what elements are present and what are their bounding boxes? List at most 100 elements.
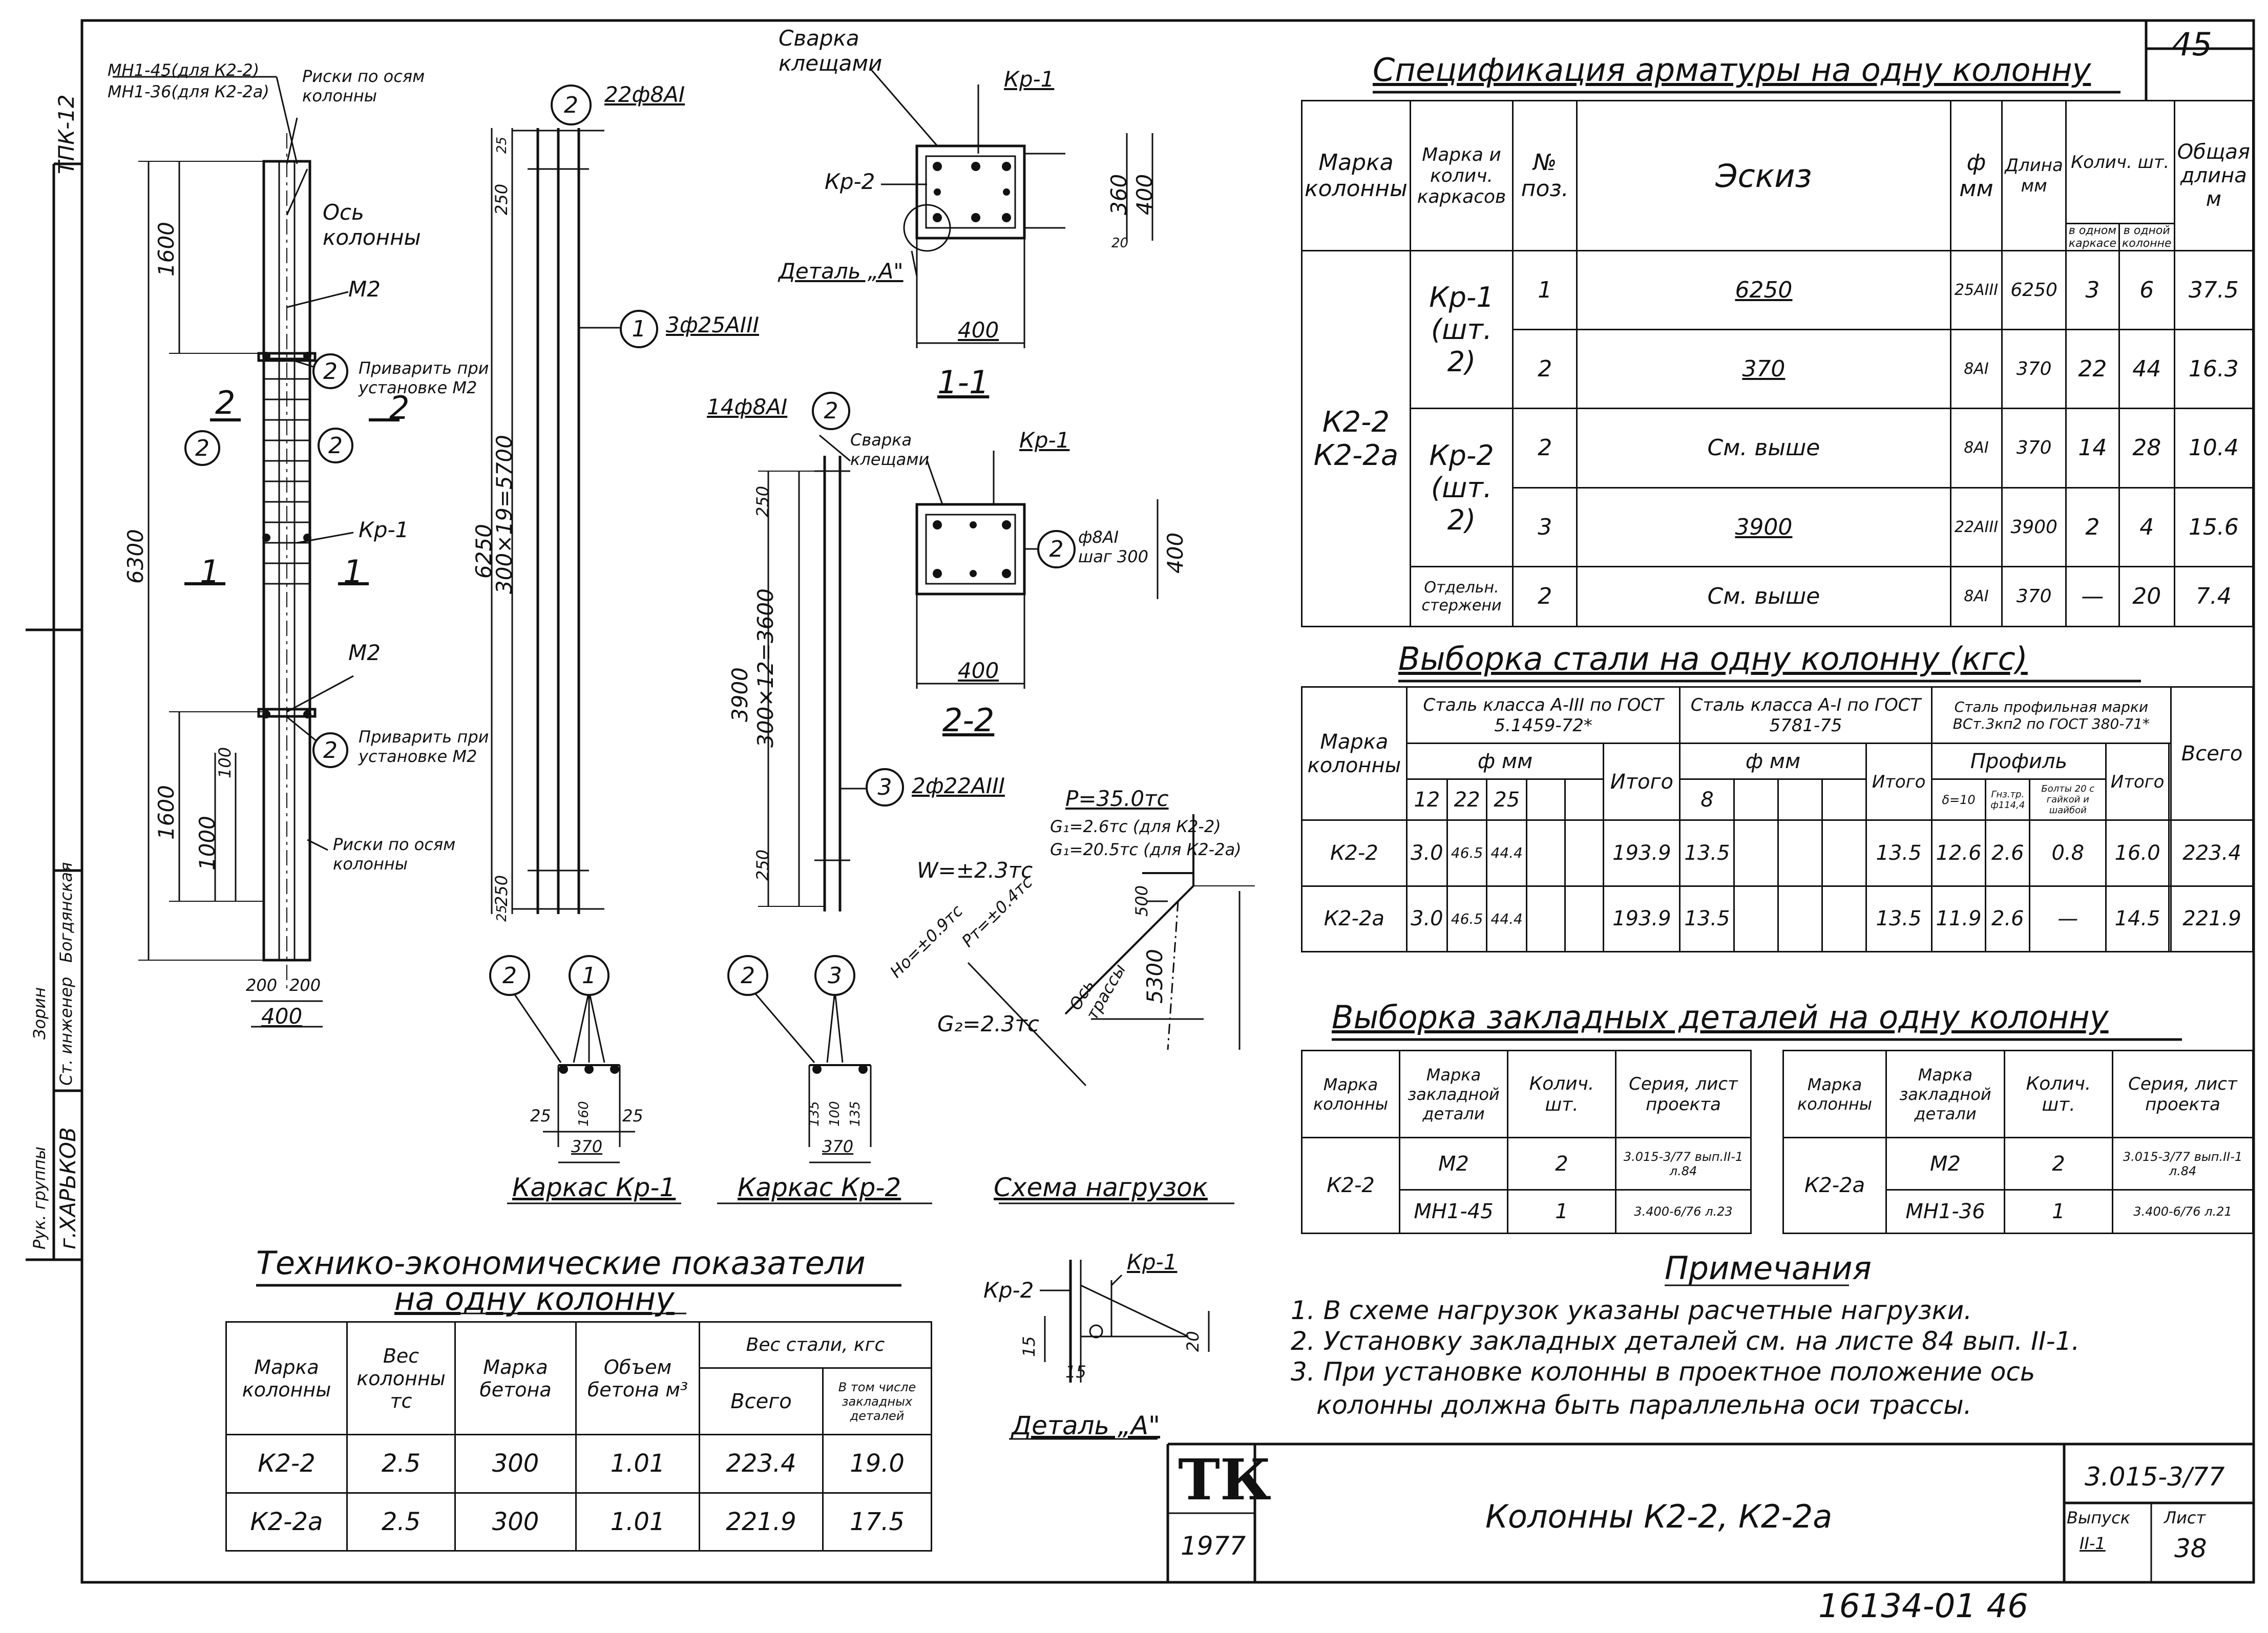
steel-h-d8: 8 <box>1679 778 1735 821</box>
karkas1-caption: Каркас Кр-1 <box>512 1173 676 1202</box>
spec-table: Марка колонны Марка и колич. каркасов № … <box>1301 100 2254 628</box>
issue-label: Выпуск <box>2067 1508 2130 1528</box>
steel-h-d22: 22 <box>1446 778 1488 821</box>
margin-city: г.ХАРЬКОВ <box>55 1127 80 1249</box>
tech-h-all: Всего <box>699 1367 824 1435</box>
dim-200b: 200 <box>289 975 321 995</box>
kr2-dim-pitch: 300×12=3600 <box>753 588 778 748</box>
embed-table-left: Марка колонны Марка закладной детали Кол… <box>1301 1050 1752 1234</box>
tech-weight: 2.5 <box>346 1434 456 1494</box>
steel-e <box>1526 885 1566 952</box>
embed-l-part: М2 <box>1399 1136 1508 1191</box>
sec1-kr1-label: Кр-1 <box>1004 67 1055 92</box>
load-g1a: G₁=2.6тс (для К2-2) <box>1050 817 1221 836</box>
embed-r-h-part: Марка закладной детали <box>1885 1050 2005 1138</box>
steel-t1: 193.9 <box>1603 885 1681 952</box>
callout-1-kr1: 1 <box>620 310 658 348</box>
steel-h-s10: δ=10 <box>1930 778 1987 821</box>
spec-col-marks: К2-2 К2-2а <box>1301 250 1411 627</box>
tech-h-mark: Марка колонны <box>225 1321 348 1435</box>
sec1-caption: 1-1 <box>937 364 990 401</box>
spec-dia: 22АIII <box>1949 486 2003 567</box>
tech-weight: 2.5 <box>346 1492 456 1552</box>
spec-length: 370 <box>2001 329 2067 410</box>
spec-total: 15.6 <box>2173 486 2254 567</box>
spec-frame-2: Кр-2 (шт. 2) <box>1409 408 1514 567</box>
notes-title: Примечания <box>1665 1249 1872 1287</box>
steel-h-fmm: ф мм <box>1405 743 1605 780</box>
embed-l-part: МН1-45 <box>1399 1189 1508 1234</box>
steel-h-prof: Сталь профильная марки ВСт.3кп2 по ГОСТ … <box>1930 686 2172 744</box>
callout-2-right: 2 <box>318 428 353 463</box>
embed-l-series: 3.400-6/76 л.23 <box>1615 1189 1752 1234</box>
embed-l-qty: 1 <box>1507 1189 1616 1234</box>
spec-length: 6250 <box>2001 249 2067 331</box>
karkas2-dim-100: 100 <box>827 1101 843 1127</box>
label-weld-bottom: Приварить при установке М2 <box>359 727 489 766</box>
detail-caption: Деталь „А" <box>1012 1411 1161 1440</box>
spec-q-col: 4 <box>2118 486 2175 567</box>
embed-r-mark: К2-2а <box>1782 1137 1887 1234</box>
spec-pos: 2 <box>1512 329 1578 410</box>
callout-2-weld-top: 2 <box>312 353 348 389</box>
sec2-kr1-label: Кр-1 <box>1019 428 1070 453</box>
spec-sketch: 6250 <box>1576 249 1951 331</box>
karkas1-dim-370: 370 <box>571 1137 603 1156</box>
kr1-dim-250b: 250 <box>492 875 511 906</box>
callout-2-karkas2: 2 <box>727 955 768 996</box>
steel-h-mark: Марка колонны <box>1301 686 1408 821</box>
steel-h-total-3: Итого <box>2105 743 2170 821</box>
callout-3-kr2: 3 <box>866 768 904 807</box>
callout-2-weld-bottom: 2 <box>312 732 348 768</box>
spec-q-col: 6 <box>2118 249 2175 331</box>
steel-all: 223.4 <box>2170 819 2254 887</box>
steel-bolt: 0.8 <box>2029 819 2107 887</box>
dim-400: 400 <box>261 1004 303 1029</box>
steel-h-a1: Сталь класса А-I по ГОСТ 5781-75 <box>1679 686 1933 744</box>
embed-r-qty: 1 <box>2004 1189 2113 1234</box>
steel-t3: 14.5 <box>2105 885 2170 952</box>
tech-title-1: Технико-экономические показатели <box>256 1244 866 1282</box>
spec-h-qty-col: в одной колонне <box>2118 223 2175 251</box>
dim-1000: 1000 <box>195 816 220 871</box>
callout-1-karkas1: 1 <box>569 955 610 996</box>
steel-h-fmm2: ф мм <box>1679 743 1867 780</box>
corner-number: 45 <box>2172 26 2212 63</box>
steel-h-grand: Всего <box>2170 686 2254 821</box>
steel-mark: К2-2 <box>1301 819 1408 887</box>
tech-mark: К2-2а <box>225 1492 348 1552</box>
kr2-dim-250b: 250 <box>753 849 772 881</box>
sec1-dim-400v: 400 <box>1132 174 1157 215</box>
sec2-dim-400: 400 <box>958 658 999 683</box>
sec1-dim-400: 400 <box>958 317 999 343</box>
steel-h-e4 <box>1777 778 1823 821</box>
steel-t3: 16.0 <box>2105 819 2170 887</box>
spec-dia: 8АI <box>1949 565 2003 628</box>
spec-h-mark: Марка колонны <box>1301 100 1411 251</box>
spec-length: 370 <box>2001 565 2067 628</box>
steel-h-pipe: Гнз.тр. ф114,4 <box>1985 778 2031 821</box>
steel-h-profile: Профиль <box>1930 743 2107 780</box>
steel-pipe: 2.6 <box>1985 819 2031 887</box>
steel-e <box>1733 885 1779 952</box>
spec-total: 16.3 <box>2173 329 2254 410</box>
steel-e <box>1777 885 1823 952</box>
note-item: колонны должна быть параллельна оси трас… <box>1316 1390 1972 1420</box>
kr1-dim-25a: 25 <box>494 136 510 154</box>
tech-h-steel: Вес стали, кгс <box>699 1321 932 1369</box>
steel-h-e2 <box>1564 778 1605 821</box>
steel-e <box>1564 819 1605 887</box>
callout-2-kr1: 2 <box>551 84 592 125</box>
section-mark-2-left: 2 <box>215 384 236 421</box>
karkas2-dim-135b: 135 <box>848 1101 863 1127</box>
spec-sketch: 370 <box>1576 329 1951 410</box>
karkas2-dim-370: 370 <box>822 1137 854 1156</box>
tech-h-volume: Объем бетона м³ <box>575 1321 700 1435</box>
steel-e <box>1821 885 1867 952</box>
spec-total: 37.5 <box>2173 249 2254 331</box>
steel-d22: 46.5 <box>1446 819 1488 887</box>
steel-t2: 13.5 <box>1865 819 1933 887</box>
sec1-dim-20: 20 <box>1111 236 1129 251</box>
embed-title: Выборка закладных деталей на одну колонн… <box>1332 999 2109 1036</box>
